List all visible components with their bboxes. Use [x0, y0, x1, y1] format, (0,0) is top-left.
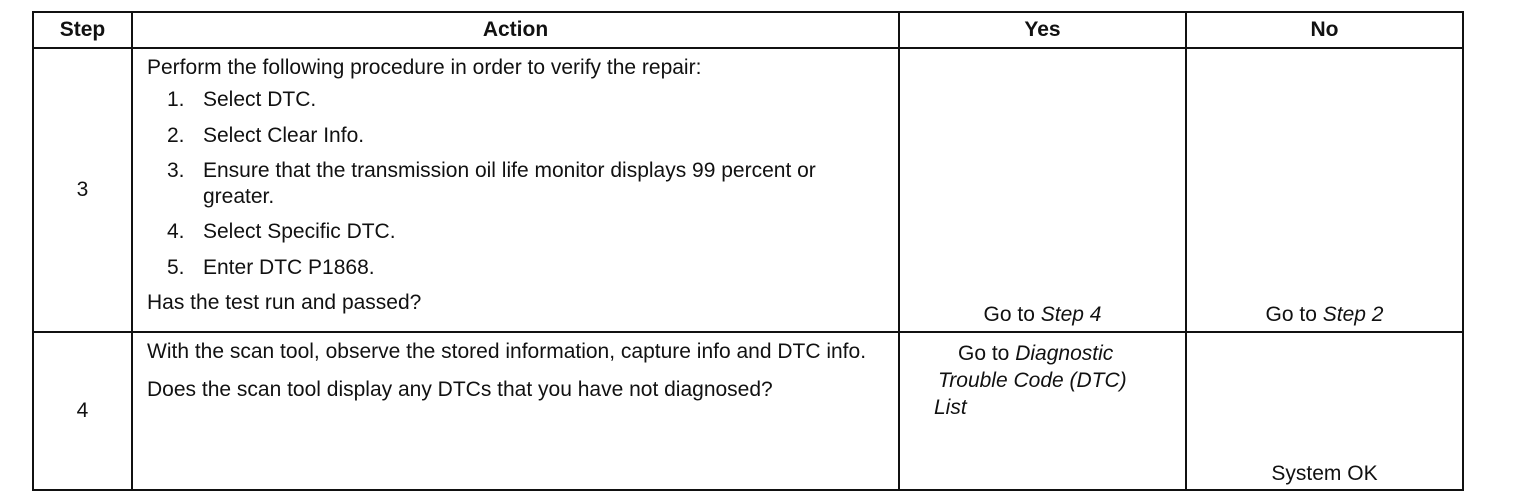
diagnostic-table: Step Action Yes No 3 Perform the followi…: [32, 11, 1464, 491]
header-row: Step Action Yes No: [32, 11, 1464, 49]
yes-prefix: Go to: [983, 302, 1041, 326]
yes-step-reference: Step 4: [1040, 302, 1102, 326]
yes-cell: Go to Diagnostic Trouble Code (DTC) List: [898, 331, 1187, 491]
procedure-list: 1. Select DTC. 2. Select Clear Info. 3. …: [147, 87, 884, 281]
list-item-number: 1.: [167, 88, 185, 112]
list-item-number: 4.: [167, 220, 185, 244]
action-cell: With the scan tool, observe the stored i…: [131, 331, 900, 491]
action-intro: Perform the following procedure in order…: [147, 56, 702, 79]
list-item: 3. Ensure that the transmission oil life…: [167, 158, 884, 211]
list-item: 1. Select DTC.: [167, 87, 884, 113]
step-number: 4: [32, 331, 133, 491]
action-text: With the scan tool, observe the stored i…: [147, 340, 867, 363]
header-yes: Yes: [898, 11, 1187, 49]
table-row-step-4: 4 With the scan tool, observe the stored…: [32, 331, 1464, 491]
action-question: Has the test run and passed?: [147, 290, 422, 314]
yes-reference-part-1: Diagnostic: [1015, 342, 1114, 365]
list-item: 4. Select Specific DTC.: [167, 219, 884, 245]
list-item-text: Select Clear Info.: [203, 123, 365, 147]
no-cell: Go to Step 2: [1185, 47, 1464, 333]
yes-reference-part-2: Trouble Code (DTC): [938, 368, 1127, 392]
yes-reference-part-3: List: [934, 395, 967, 419]
list-item-number: 3.: [167, 158, 185, 182]
no-step-reference: Step 2: [1322, 302, 1384, 326]
header-no: No: [1185, 11, 1464, 49]
list-item: 2. Select Clear Info.: [167, 123, 884, 149]
list-item-text: Select Specific DTC.: [203, 220, 396, 244]
list-item-text: Enter DTC P1868.: [203, 255, 375, 279]
no-cell: System OK: [1185, 331, 1464, 491]
action-cell: Perform the following procedure in order…: [131, 47, 900, 333]
no-prefix: Go to: [1265, 302, 1323, 326]
yes-cell: Go to Step 4: [898, 47, 1187, 333]
action-question: Does the scan tool display any DTCs that…: [147, 378, 773, 402]
list-item-number: 5.: [167, 255, 185, 279]
header-step: Step: [32, 11, 133, 49]
no-outcome: System OK: [1271, 461, 1378, 485]
list-item-number: 2.: [167, 123, 185, 147]
yes-outcome: Go to Diagnostic Trouble Code (DTC) List: [934, 341, 1174, 422]
yes-prefix: Go to: [958, 342, 1016, 365]
yes-line-1: Go to Diagnostic: [934, 341, 1174, 368]
no-outcome: Go to Step 2: [1187, 302, 1462, 328]
list-item-text: Select DTC.: [203, 88, 317, 112]
header-action: Action: [131, 11, 900, 49]
yes-outcome: Go to Step 4: [900, 302, 1185, 328]
step-number: 3: [32, 47, 133, 333]
table-row-step-3: 3 Perform the following procedure in ord…: [32, 47, 1464, 333]
list-item: 5. Enter DTC P1868.: [167, 255, 884, 281]
list-item-text: Ensure that the transmission oil life mo…: [203, 158, 816, 208]
